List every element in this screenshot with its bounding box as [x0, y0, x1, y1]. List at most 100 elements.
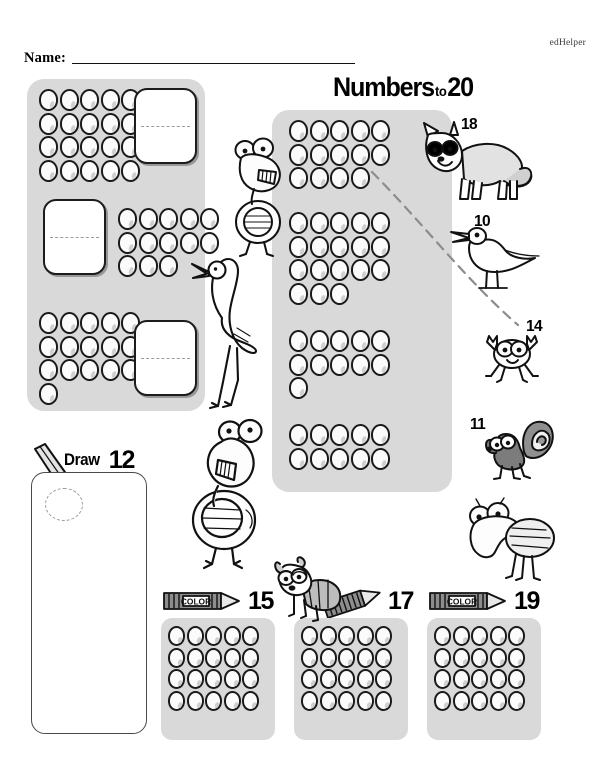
count-dot[interactable]: [356, 626, 374, 646]
count-dot[interactable]: [223, 626, 241, 646]
count-dot[interactable]: [375, 626, 392, 646]
count-dot: [289, 235, 308, 258]
count-dot[interactable]: [319, 647, 337, 668]
color-number-19: 19: [514, 586, 540, 615]
count-dot[interactable]: [223, 669, 241, 689]
count-dot[interactable]: [242, 647, 259, 668]
count-dot[interactable]: [223, 690, 241, 711]
count-dot: [39, 382, 58, 405]
count-dot[interactable]: [205, 690, 222, 711]
dot-group-11: [289, 330, 392, 401]
color-dot-grid-19[interactable]: [434, 626, 527, 712]
count-dot[interactable]: [489, 690, 507, 711]
count-dot[interactable]: [205, 626, 222, 646]
count-dot[interactable]: [489, 626, 507, 646]
count-dot: [59, 89, 79, 111]
count-dot[interactable]: [223, 647, 241, 668]
count-dot[interactable]: [186, 690, 204, 711]
count-dot: [309, 282, 329, 305]
count-dot[interactable]: [375, 647, 392, 668]
dot-group-18: [289, 212, 392, 306]
count-dot: [159, 208, 178, 230]
count-dot[interactable]: [168, 626, 185, 646]
count-dot[interactable]: [434, 669, 451, 689]
count-dot[interactable]: [471, 647, 488, 668]
count-dot[interactable]: [356, 669, 374, 689]
dot-row: [289, 353, 392, 378]
count-dot[interactable]: [338, 626, 355, 646]
dot-row: [289, 167, 392, 191]
count-dot: [289, 377, 308, 399]
count-dot[interactable]: [242, 690, 259, 711]
count-dot[interactable]: [186, 647, 204, 668]
answer-box-group-16[interactable]: [134, 320, 197, 396]
count-dot[interactable]: [356, 647, 374, 668]
count-dot: [80, 359, 99, 381]
count-dot[interactable]: [168, 669, 185, 689]
count-dot[interactable]: [508, 626, 525, 646]
count-dot[interactable]: [205, 669, 222, 689]
count-dot: [121, 159, 140, 182]
count-dot[interactable]: [168, 690, 185, 711]
count-dot[interactable]: [434, 690, 451, 711]
count-dot: [159, 231, 178, 254]
name-input-line[interactable]: [72, 63, 356, 64]
count-dot[interactable]: [319, 626, 337, 646]
count-dot: [80, 312, 99, 334]
count-dot[interactable]: [186, 626, 204, 646]
fox-icon: [416, 121, 534, 203]
count-dot[interactable]: [471, 626, 488, 646]
count-dot: [330, 282, 349, 305]
count-dot: [330, 330, 349, 352]
count-dot[interactable]: [186, 669, 204, 689]
count-dot[interactable]: [242, 669, 259, 689]
title-number: 20: [447, 72, 474, 102]
count-dot[interactable]: [319, 690, 337, 711]
count-dot[interactable]: [301, 626, 318, 646]
count-dot[interactable]: [452, 626, 470, 646]
count-dot[interactable]: [508, 669, 525, 689]
color-instruction-17: 17: [322, 588, 414, 619]
count-dot: [350, 353, 370, 376]
answer-box-group-13[interactable]: [43, 199, 106, 275]
count-dot[interactable]: [452, 647, 470, 668]
dot-group-20: [39, 89, 142, 183]
count-dot[interactable]: [471, 669, 488, 689]
count-dot: [59, 359, 79, 381]
count-dot[interactable]: [452, 690, 470, 711]
count-dot[interactable]: [375, 690, 392, 711]
count-dot[interactable]: [375, 669, 392, 689]
count-dot[interactable]: [508, 690, 525, 711]
count-dot[interactable]: [489, 647, 507, 668]
draw-hint-circle: [45, 488, 83, 521]
count-dot[interactable]: [452, 669, 470, 689]
count-dot[interactable]: [301, 669, 318, 689]
count-dot[interactable]: [338, 647, 355, 668]
count-dot[interactable]: [434, 626, 451, 646]
skunk-icon: [480, 418, 556, 482]
count-dot[interactable]: [242, 626, 259, 646]
dot-row: [39, 136, 142, 160]
dot-row: [168, 690, 261, 713]
count-dot[interactable]: [508, 647, 525, 668]
count-dot[interactable]: [489, 669, 507, 689]
count-dot[interactable]: [301, 690, 318, 711]
dot-row: [289, 424, 392, 448]
count-dot[interactable]: [205, 647, 222, 668]
count-dot[interactable]: [338, 669, 355, 689]
color-dot-grid-17[interactable]: [301, 626, 394, 712]
count-dot: [309, 143, 329, 166]
answer-box-group-20[interactable]: [134, 88, 197, 164]
count-dot: [289, 424, 308, 446]
count-dot[interactable]: [319, 669, 337, 689]
color-dot-grid-15[interactable]: [168, 626, 261, 712]
count-dot: [350, 212, 370, 234]
count-dot[interactable]: [356, 690, 374, 711]
count-dot[interactable]: [434, 647, 451, 668]
count-dot[interactable]: [168, 647, 185, 668]
count-dot[interactable]: [301, 647, 318, 668]
dot-row: [301, 626, 394, 648]
count-dot[interactable]: [471, 690, 488, 711]
count-dot[interactable]: [338, 690, 355, 711]
count-dot: [39, 136, 58, 158]
